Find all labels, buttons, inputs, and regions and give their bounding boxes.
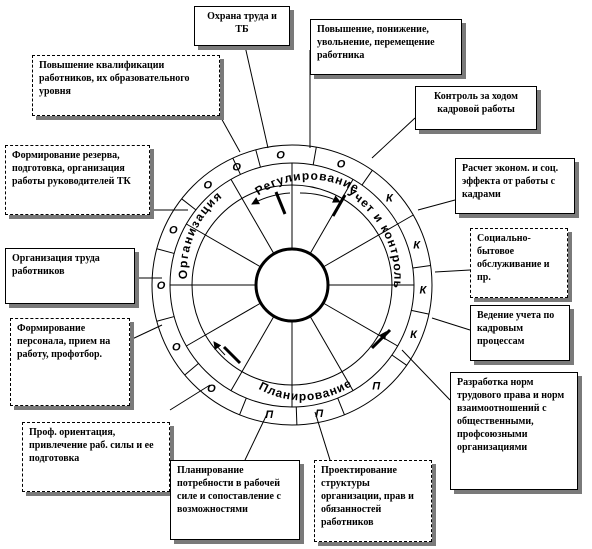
outer-ring-tick — [181, 198, 197, 211]
ring-letter: П — [265, 409, 274, 421]
ring-letter: О — [157, 280, 166, 292]
ring-letter: О — [232, 161, 241, 173]
box-control-personnel: Контроль за ходом кадровой работы — [415, 86, 537, 130]
ring-letter: П — [315, 408, 324, 420]
ring-letter: О — [204, 180, 213, 192]
outer-ring-tick — [156, 248, 175, 254]
box-labor-org: Организация труда работников — [5, 248, 135, 304]
ring-letter: О — [169, 225, 178, 237]
outer-ring-tick — [391, 354, 407, 366]
outer-ring-tick — [312, 147, 317, 165]
box-labor-protection: Охрана труда и ТБ — [194, 6, 290, 46]
wheel-spoke — [230, 315, 275, 391]
box-promotion: Повышение, понижение, увольнение, переме… — [310, 19, 462, 75]
wheel-spoke — [186, 302, 262, 347]
ring-letter: О — [337, 159, 346, 171]
ring-letters: О О О К К К К П П П О О О О О — [157, 149, 428, 421]
wheel-spoke — [309, 315, 354, 391]
box-accounting: Ведение учета по кадровым процессам — [470, 305, 570, 361]
outer-ring-tick — [232, 157, 241, 175]
organization-arc-label: Организация — [176, 188, 225, 279]
outer-ring-tick — [411, 309, 430, 315]
box-formation: Формирование персонала, прием на работу,… — [10, 318, 130, 406]
ring-letter: О — [207, 383, 216, 395]
outer-ring-tick — [184, 363, 199, 376]
planning-arc-label: Планирование — [257, 376, 355, 404]
box-structure: Проектирование структуры организации, пр… — [314, 460, 432, 542]
ring-letter: К — [420, 285, 428, 297]
wheel — [151, 144, 433, 426]
cycle-arrows — [213, 192, 387, 356]
outer-ring-tick — [255, 149, 261, 168]
wheel-spoke — [186, 223, 262, 268]
outer-ring-tick — [337, 397, 345, 415]
outer-ring-tick — [412, 265, 431, 269]
ring-letter: К — [386, 192, 394, 204]
phase-markers — [222, 191, 392, 365]
box-planning-need: Планирование потребности в рабочей силе … — [170, 460, 300, 540]
wheel-spoke — [322, 223, 398, 268]
box-qualification: Повышение квалификации работников, их об… — [32, 55, 220, 116]
box-reserve: Формирование резерва, подготовка, органи… — [5, 145, 150, 215]
box-efficiency: Расчет эконом. и соц. эффекта от работы … — [455, 158, 575, 214]
box-social: Социально-бытовое обслуживание и пр. — [470, 228, 568, 298]
ring-letter: О — [172, 342, 181, 354]
outer-ring-tick — [295, 406, 298, 425]
wheel-spoke — [309, 179, 354, 255]
outer-ring-tick — [397, 214, 414, 225]
wheel-spoke — [230, 179, 275, 255]
ring-letter: К — [410, 329, 418, 341]
wheel-spoke — [322, 302, 398, 347]
outer-ring-tick — [361, 170, 373, 186]
outer-ring-tick — [156, 316, 175, 322]
ring-letter: О — [276, 149, 285, 161]
box-norms: Разработка норм трудового права и норм в… — [450, 372, 578, 490]
ring-letter: П — [372, 380, 381, 392]
ring-letter: К — [413, 240, 421, 252]
box-orientation: Проф. ориентация, привлечение раб. силы … — [22, 422, 170, 492]
outer-ring-tick — [239, 397, 247, 415]
